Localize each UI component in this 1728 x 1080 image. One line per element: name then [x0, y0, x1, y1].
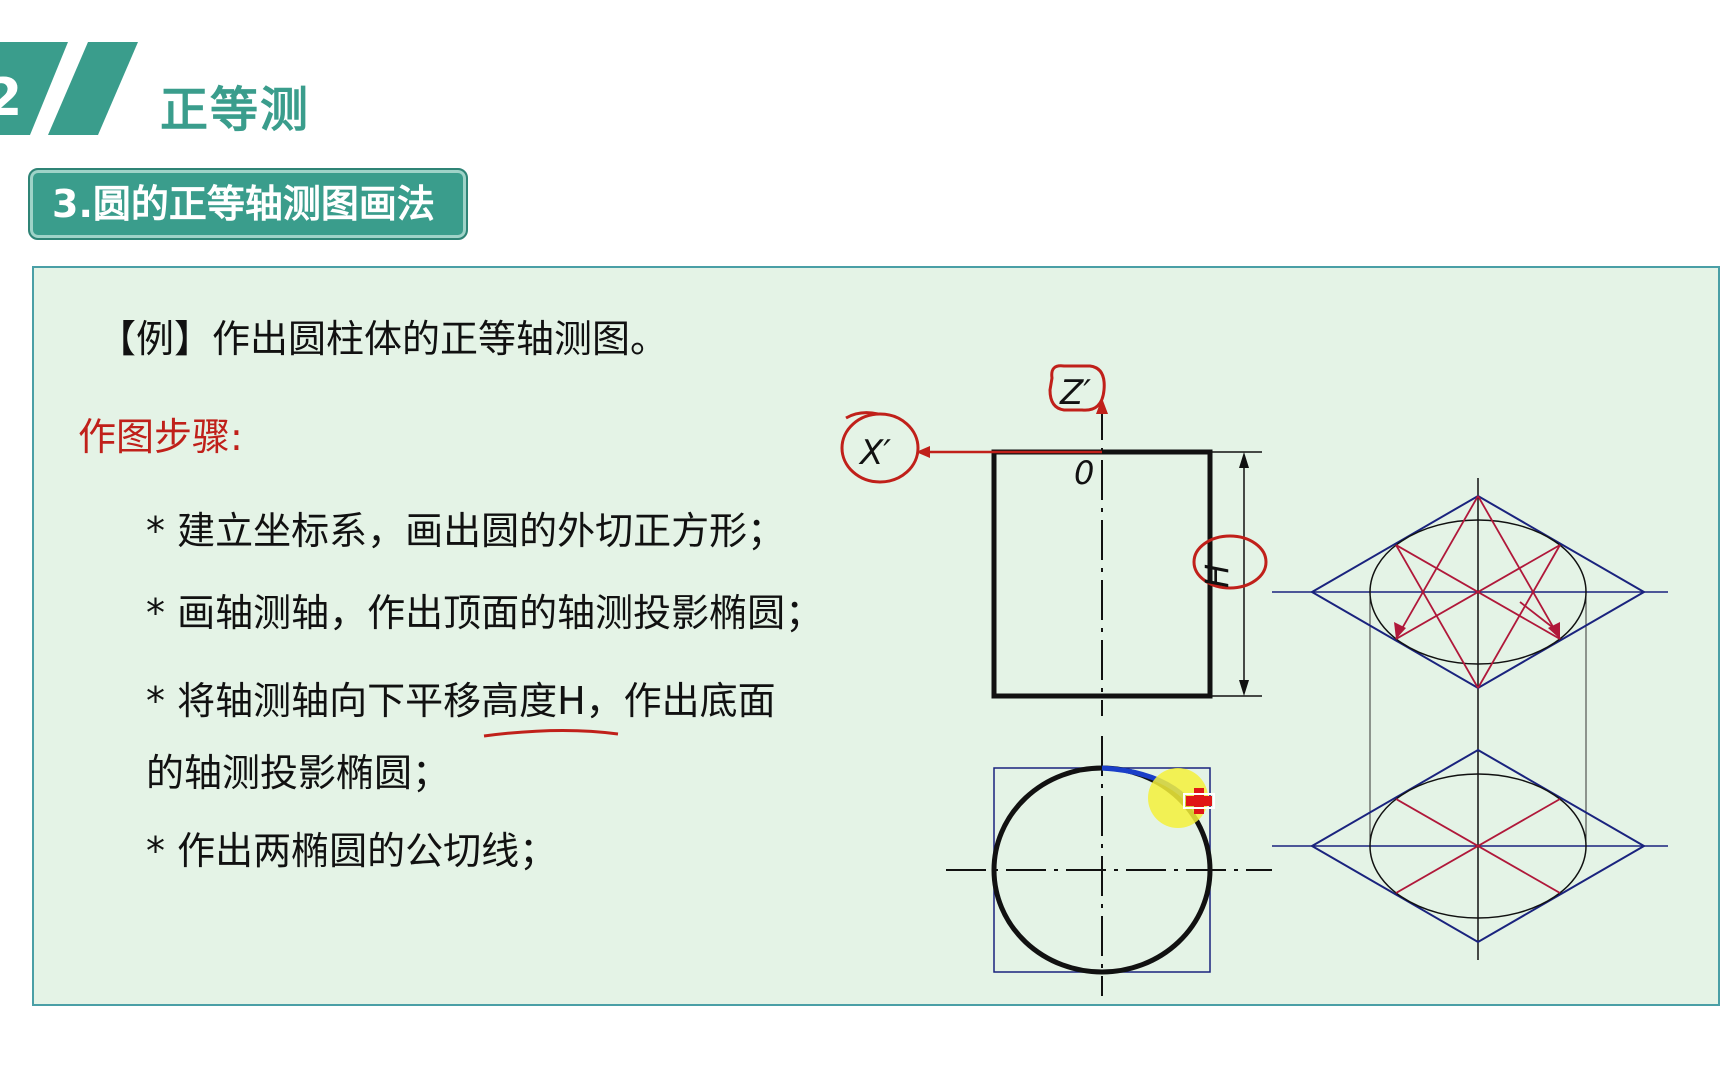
handwritten-underline — [483, 728, 619, 738]
header-stripe-decoration — [0, 42, 138, 135]
z-axis-label: Z′ — [1059, 373, 1091, 413]
origin-label: 0 — [1074, 454, 1094, 492]
isometric-construction — [1272, 478, 1668, 960]
steps-title: 作图步骤: — [78, 415, 243, 459]
x-axis-label-group: X′ — [840, 411, 920, 484]
step-item: * 作出两椭圆的公切线； — [146, 829, 558, 873]
mouse-cursor-highlight — [1148, 768, 1215, 828]
example-title: 【例】作出圆柱体的正等轴测图。 — [98, 317, 669, 361]
subtitle-badge: 3.圆的正等轴测图画法 — [28, 168, 468, 240]
section-title: 正等测 — [160, 82, 311, 138]
step-item: * 画轴测轴，作出顶面的轴测投影椭圆； — [146, 591, 824, 635]
x-axis-label: X′ — [858, 433, 891, 473]
height-label: H — [1198, 564, 1236, 588]
step-item-continuation: 的轴测投影椭圆； — [146, 751, 451, 795]
height-label-group: H — [1192, 534, 1268, 590]
content-panel: 【例】作出圆柱体的正等轴测图。 作图步骤: * 建立坐标系，画出圆的外切正方形；… — [32, 266, 1720, 1006]
top-view — [946, 736, 1272, 996]
section-number: 2 — [0, 68, 23, 128]
step-item: * 建立坐标系，画出圆的外切正方形； — [146, 509, 786, 553]
step-item: * 将轴测轴向下平移高度H，作出底面 — [146, 679, 776, 723]
z-axis-label-group: Z′ — [1048, 364, 1106, 413]
front-view — [916, 398, 1262, 716]
